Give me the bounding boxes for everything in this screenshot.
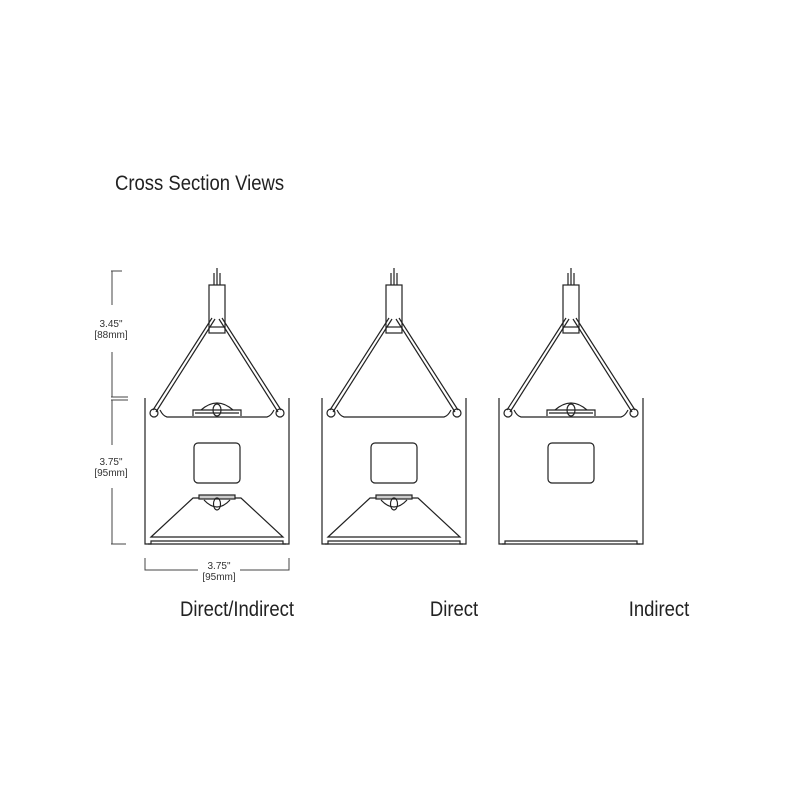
hanger-height-dimension: 3.45" [88mm] xyxy=(86,319,136,341)
body-width-dimension: 3.75" [95mm] xyxy=(192,561,246,583)
dimension-lines xyxy=(111,270,290,571)
view-label-direct-indirect: Direct/Indirect xyxy=(179,598,294,621)
dimension-imperial: 3.75" xyxy=(99,457,123,468)
dimension-metric: [95mm] xyxy=(94,468,128,479)
dimension-imperial: 3.75" xyxy=(207,561,231,572)
view-label-direct: Direct xyxy=(429,598,479,621)
dimension-imperial: 3.45" xyxy=(99,319,123,330)
view-indirect xyxy=(498,267,644,545)
view-label-indirect: Indirect xyxy=(628,598,690,621)
dimension-metric: [88mm] xyxy=(94,330,128,341)
view-direct xyxy=(321,267,467,545)
page-title: Cross Section Views xyxy=(115,172,285,195)
dimension-metric: [95mm] xyxy=(202,572,236,583)
view-direct-indirect xyxy=(144,267,290,545)
body-height-dimension: 3.75" [95mm] xyxy=(86,457,136,479)
